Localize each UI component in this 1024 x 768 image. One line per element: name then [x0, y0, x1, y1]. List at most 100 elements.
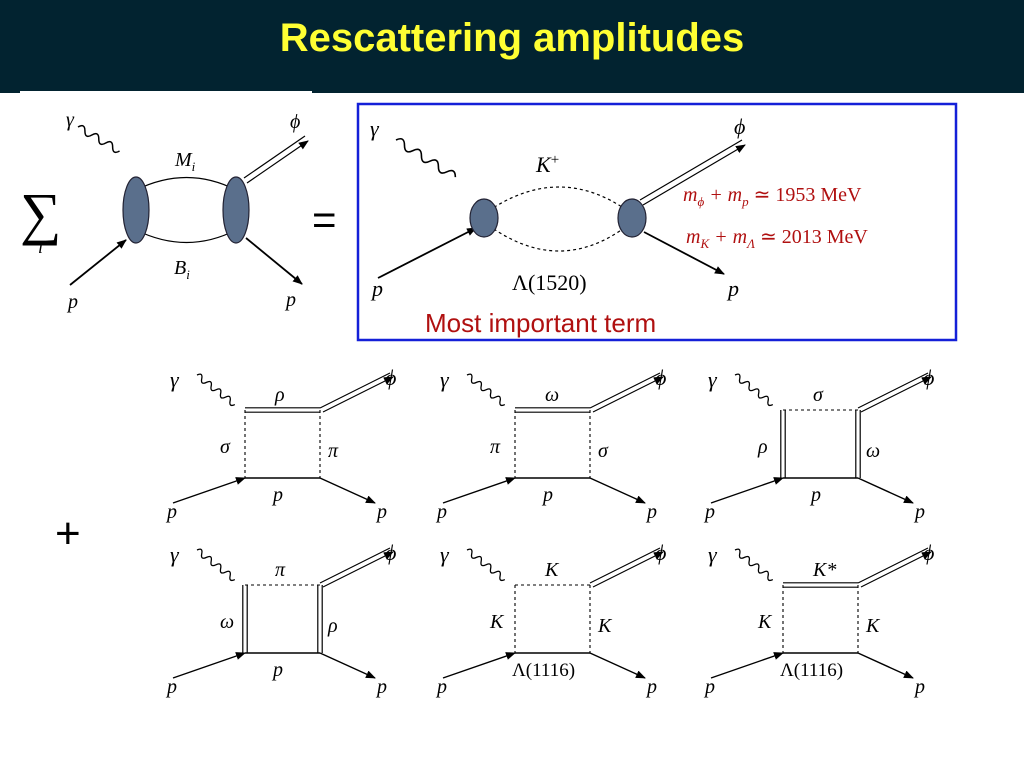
main-right-blob	[617, 198, 647, 238]
box-proton-in	[172, 652, 246, 679]
box-p-out-label: p	[645, 501, 657, 523]
box-phi-line-b	[592, 376, 664, 413]
box-phi-line-b	[322, 551, 394, 588]
box-gamma-label: γ	[170, 542, 180, 567]
lhs-upper-line	[135, 177, 237, 191]
box-p-out-label: p	[645, 676, 657, 698]
box-phi-line-b	[592, 551, 664, 588]
box-photon-line	[734, 548, 774, 582]
main-term-caption: Most important term	[425, 308, 656, 338]
box-photon-line	[196, 373, 236, 407]
box-phi-line-b	[322, 376, 394, 413]
box-p-out-label: p	[913, 501, 925, 523]
box-p-in-label: p	[435, 676, 447, 698]
box-phi-line-b	[860, 376, 932, 413]
main-lambda-label: Λ(1520)	[512, 270, 587, 295]
box-top-label: π	[275, 559, 286, 581]
main-phi-label: ϕ	[734, 114, 745, 139]
sum-symbol: ∑	[20, 181, 61, 246]
box-phi-line-a	[857, 547, 929, 584]
box-top-label: σ	[813, 384, 824, 406]
main-phi-line-a	[639, 139, 743, 201]
box-bottom-label: p	[541, 484, 553, 506]
box-right-label: K	[597, 615, 613, 637]
box-photon-line	[466, 373, 506, 407]
box-phi-line-a	[589, 372, 661, 409]
box-left-label: K	[757, 611, 773, 633]
lhs-proton-out	[245, 237, 303, 285]
box-p-in-label: p	[703, 501, 715, 523]
lhs-p-out-label: p	[284, 289, 296, 311]
box-gamma-label: γ	[440, 542, 450, 567]
main-left-blob	[469, 198, 499, 238]
box-proton-in	[710, 477, 784, 504]
box-bottom-label: p	[271, 659, 283, 681]
equals-sign: =	[312, 196, 337, 243]
box-right-label: ρ	[327, 615, 338, 637]
box-phi-line-a	[319, 547, 391, 584]
box-right-label: π	[328, 440, 339, 462]
box-left-label: σ	[220, 436, 231, 458]
main-proton-in	[377, 227, 477, 279]
lhs-proton-in	[69, 239, 127, 286]
box-left-label: ρ	[757, 436, 768, 458]
box-proton-out	[589, 477, 646, 504]
box-photon-line	[196, 548, 236, 582]
main-p-in-label: p	[370, 276, 383, 301]
lhs-phi-line-b	[246, 140, 309, 184]
box-phi-label: ϕ	[655, 540, 666, 565]
title-bar	[0, 0, 1024, 93]
box-p-in-label: p	[703, 676, 715, 698]
box-proton-in	[442, 477, 516, 504]
box-diagram-3: γ ϕ σ ρ ω p p p	[703, 365, 934, 523]
box-proton-in	[172, 477, 246, 504]
box-top-label: ω	[545, 384, 559, 406]
box-gamma-label: γ	[708, 542, 718, 567]
box-proton-out	[319, 477, 376, 504]
mass-sum-k-lambda: mK + mΛ ≃ 2013 MeV	[686, 226, 868, 251]
box-photon-line	[734, 373, 774, 407]
box-bottom-label: p	[271, 484, 283, 506]
box-p-out-label: p	[375, 501, 387, 523]
box-top-label: K	[544, 559, 560, 581]
lhs-left-blob	[122, 176, 150, 244]
box-bottom-label: Λ(1116)	[512, 660, 575, 681]
box-phi-line-b	[860, 551, 932, 588]
box-right-label: K	[865, 615, 881, 637]
box-gamma-label: γ	[440, 367, 450, 392]
box-left-label: K	[489, 611, 505, 633]
box-left-label: ω	[220, 611, 234, 633]
lhs-phi-line-a	[243, 135, 306, 179]
box-bottom-label: Λ(1116)	[780, 660, 843, 681]
box-proton-out	[589, 652, 646, 679]
main-lambda-line	[483, 221, 633, 252]
sum-index: i	[38, 237, 43, 257]
lhs-right-blob	[222, 176, 250, 244]
main-phi-line-b	[642, 144, 746, 206]
box-p-in-label: p	[435, 501, 447, 523]
lhs-phi-label: ϕ	[290, 111, 300, 133]
box-right-label: ω	[866, 440, 880, 462]
box-phi-line-a	[589, 547, 661, 584]
box-p-in-label: p	[165, 676, 177, 698]
box-p-in-label: p	[165, 501, 177, 523]
main-kaon-line	[483, 186, 633, 215]
box-phi-label: ϕ	[655, 365, 666, 390]
box-phi-label: ϕ	[923, 365, 934, 390]
box-gamma-label: γ	[170, 367, 180, 392]
main-term-diagram: γ p K+ Λ(1520) ϕ p mϕ + mp ≃ 1953 MeV mK…	[356, 102, 958, 342]
box-phi-label: ϕ	[923, 540, 934, 565]
lhs-photon-line	[77, 124, 120, 154]
lhs-upper-label: Mi	[174, 149, 196, 174]
box-gamma-label: γ	[708, 367, 718, 392]
main-proton-out	[643, 231, 725, 275]
box-bottom-label: p	[809, 484, 821, 506]
lhs-lower-line	[135, 229, 237, 243]
main-photon-line	[395, 137, 457, 178]
main-term-frame	[356, 102, 958, 342]
box-top-label: ρ	[274, 384, 285, 406]
